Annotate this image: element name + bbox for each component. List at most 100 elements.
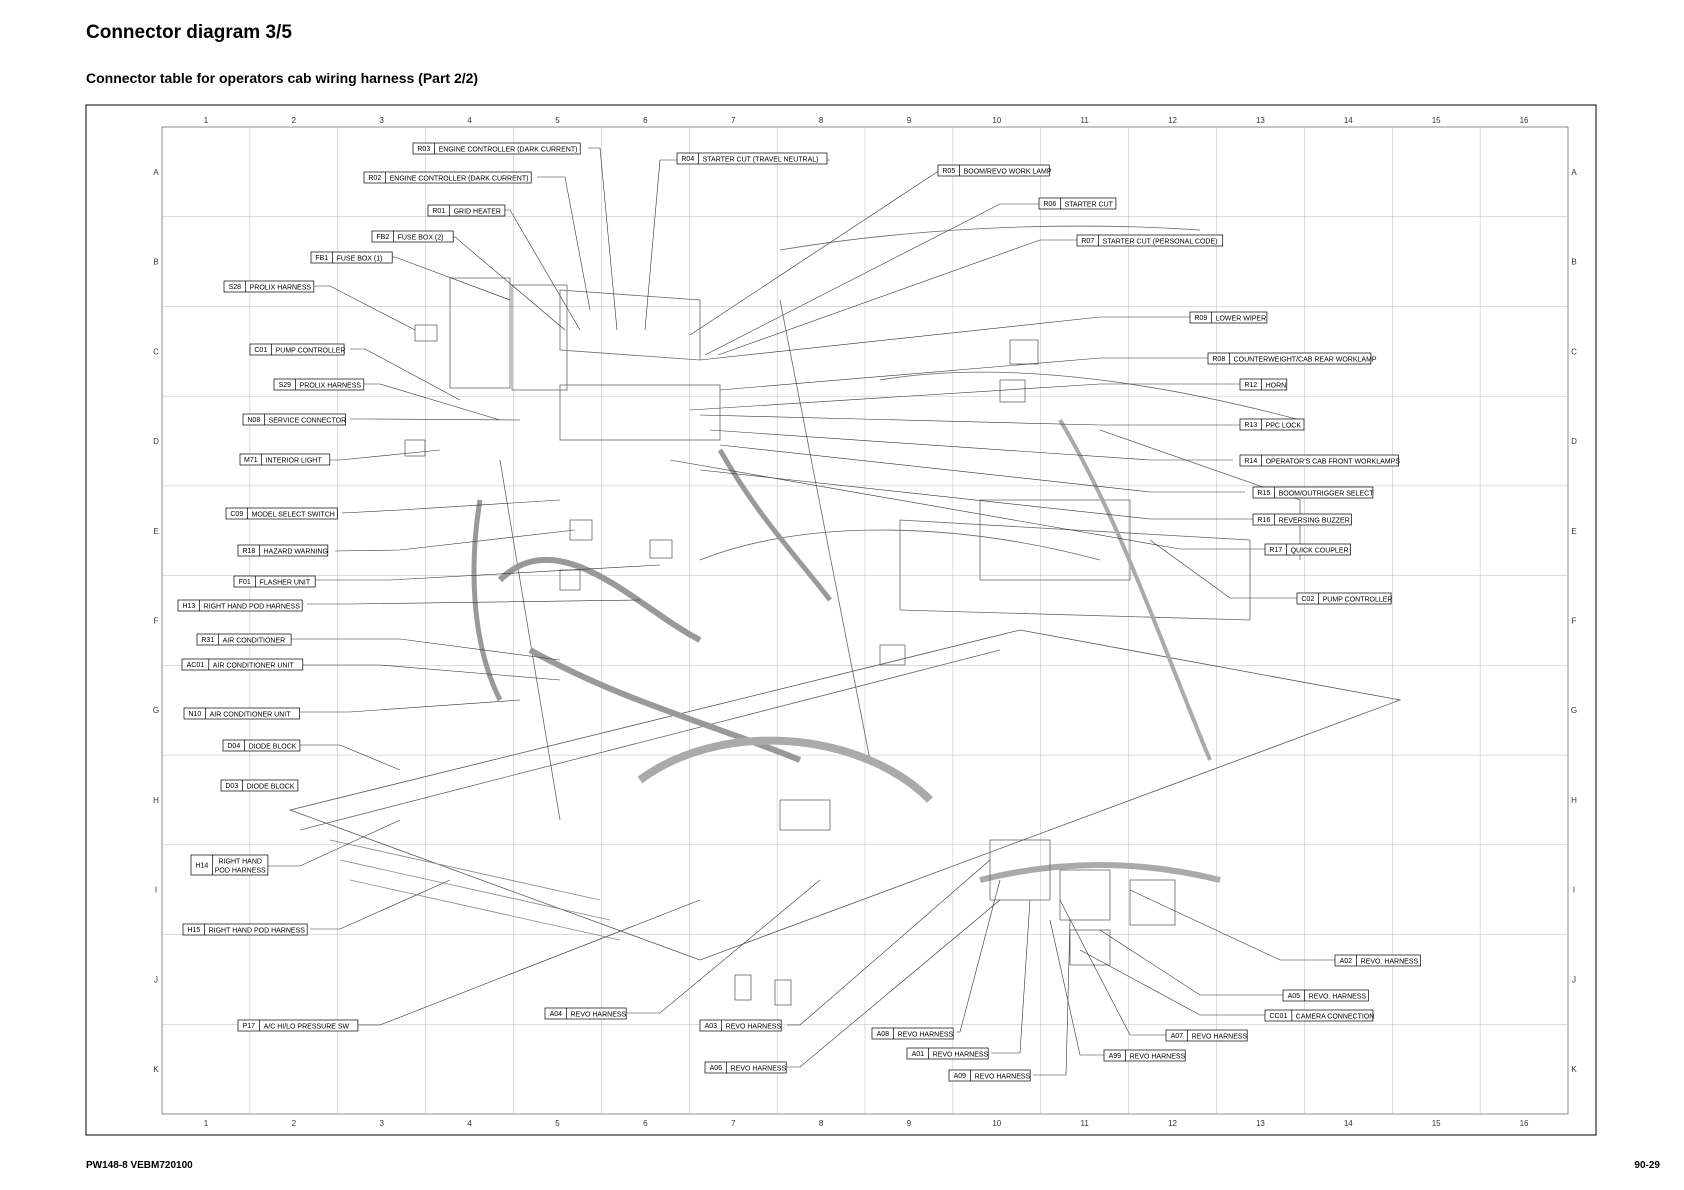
grid-column-label: 14 <box>1344 1119 1353 1128</box>
connector-code: S28 <box>229 284 242 291</box>
connector-name: CAMERA CONNECTION <box>1296 1014 1375 1021</box>
connector-name: REVO. HARNESS <box>1361 959 1419 966</box>
grid-column-label: 2 <box>292 116 297 125</box>
grid-column-label: 4 <box>467 1119 472 1128</box>
connector-name: QUICK COUPLER <box>1291 548 1349 555</box>
connector-label-box <box>310 251 393 264</box>
connector-name: AIR CONDITIONER UNIT <box>213 663 295 670</box>
connector-code: A03 <box>705 1023 718 1030</box>
connector-name: HAZARD WARNING <box>264 549 328 556</box>
connector-label-box <box>1038 197 1117 210</box>
connector-label-box <box>183 707 300 720</box>
grid-column-label: 3 <box>379 1119 384 1128</box>
grid-column-label: 15 <box>1432 1119 1441 1128</box>
connector-name: INTERIOR LIGHT <box>266 458 323 465</box>
grid-row-label: E <box>1571 527 1576 536</box>
connector-name: REVO HARNESS <box>898 1032 954 1039</box>
connector-label-box <box>225 507 338 520</box>
connector-name: AIR CONDITIONER UNIT <box>210 712 292 719</box>
connector-label-box <box>1252 513 1352 526</box>
grid-column-label: 16 <box>1520 1119 1529 1128</box>
diagram-frame <box>85 104 1597 1136</box>
connector-code: R01 <box>432 208 445 215</box>
connector-label-box <box>177 599 303 612</box>
connector-label-box <box>273 378 365 391</box>
grid-column-label: 5 <box>555 116 560 125</box>
grid-column-label: 14 <box>1344 116 1353 125</box>
connector-code: R07 <box>1081 238 1094 245</box>
connector-name: OPERATOR'S CAB FRONT WORKLAMPS <box>1266 459 1401 466</box>
connector-code: A99 <box>1109 1053 1122 1060</box>
connector-name: FUSE BOX (2) <box>398 235 444 242</box>
connector-label-fb2: FB2 FUSE BOX (2) <box>371 230 454 243</box>
grid-column-label: 6 <box>643 1119 648 1128</box>
grid-row-label: B <box>153 258 158 267</box>
connector-label-r05: R05 BOOM/REVO WORK LAMP <box>937 164 1052 177</box>
grid-column-label: 11 <box>1081 116 1090 125</box>
grid-column-label: 10 <box>992 1119 1001 1128</box>
connector-label-box <box>190 854 269 876</box>
connector-code: FB2 <box>376 234 389 241</box>
connector-code: R31 <box>201 637 214 644</box>
grid-row-label: J <box>154 975 158 984</box>
connector-code: R16 <box>1257 517 1270 524</box>
connector-code: R02 <box>368 175 381 182</box>
connector-label-box <box>233 575 316 588</box>
connector-name: REVO HARNESS <box>731 1066 787 1073</box>
connector-code: R03 <box>417 146 430 153</box>
connector-code: P17 <box>243 1023 256 1030</box>
connector-name: REVO. HARNESS <box>1309 994 1367 1001</box>
connector-name: COUNTERWEIGHT/CAB REAR WORKLAMP <box>1234 357 1377 364</box>
connector-code: C02 <box>1301 596 1314 603</box>
connector-label-box <box>427 204 506 217</box>
connector-name: REVERSING BUZZER <box>1279 518 1350 525</box>
connector-label-box <box>1239 454 1399 467</box>
grid-column-label: 7 <box>731 1119 736 1128</box>
connector-name: FUSE BOX (1) <box>337 256 383 263</box>
grid-row-label: K <box>153 1065 159 1074</box>
connector-code: C09 <box>230 511 243 518</box>
connector-name: DIODE BLOCK <box>247 784 295 791</box>
connector-name: PPC LOCK <box>1266 423 1302 430</box>
leader-lines <box>265 147 1335 1076</box>
connector-label-box <box>1334 954 1421 967</box>
connector-name: REVO HARNESS <box>933 1052 989 1059</box>
connector-code: R05 <box>942 168 955 175</box>
page-subtitle: Connector table for operators cab wiring… <box>86 70 479 86</box>
connector-name: RIGHT HAND POD HARNESS <box>204 604 301 611</box>
connector-code: FB1 <box>315 255 328 262</box>
grid-row-label: G <box>1571 706 1577 715</box>
connector-label-box <box>1239 378 1288 391</box>
connector-label-a06: A06 REVO HARNESS <box>704 1061 787 1074</box>
page-title: Connector diagram 3/5 <box>86 22 292 43</box>
connector-code: R04 <box>681 156 694 163</box>
connector-name: REVO HARNESS <box>726 1024 782 1031</box>
connector-label-box <box>412 142 581 155</box>
grid-column-label: 4 <box>467 116 472 125</box>
connector-name: REVO HARNESS <box>1192 1034 1248 1041</box>
connector-code: A06 <box>710 1065 723 1072</box>
footer-page-number: 90-29 <box>1634 1160 1660 1171</box>
grid-row-label: D <box>153 437 159 446</box>
grid-column-label: 9 <box>907 1119 912 1128</box>
grid-column-label: 12 <box>1168 116 1177 125</box>
connector-name: MODEL SELECT SWITCH <box>252 512 335 519</box>
connector-name: BOOM/REVO WORK LAMP <box>964 169 1052 176</box>
grid-column-label: 13 <box>1256 1119 1265 1128</box>
connector-label-box <box>237 544 329 557</box>
